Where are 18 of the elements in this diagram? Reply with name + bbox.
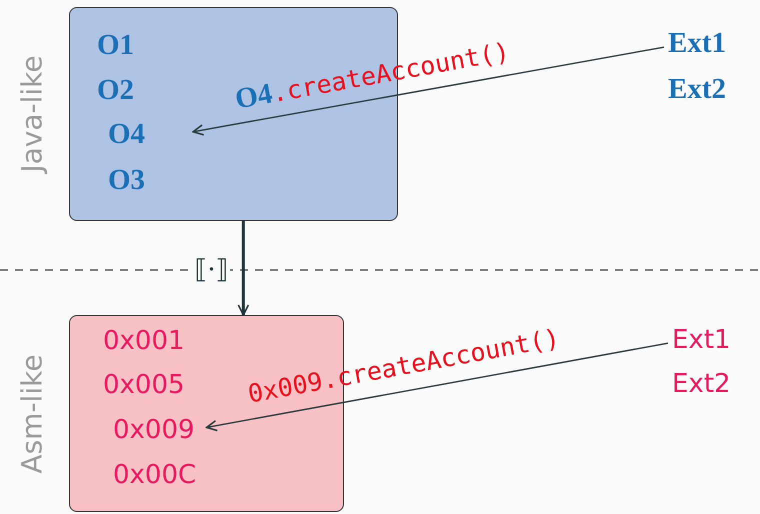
side-heading: Asm-like — [16, 352, 48, 476]
identifier-label: 0x005 — [103, 371, 185, 400]
identifier-label: Ext2 — [672, 370, 731, 399]
edge-label: ⟦·⟧ — [193, 256, 230, 282]
arrow — [206, 342, 668, 432]
identifier-label: Ext2 — [668, 74, 726, 106]
arrow — [192, 46, 664, 136]
identifier-label: 0x009 — [113, 416, 207, 445]
identifier-label: O2 — [97, 75, 134, 107]
arrow — [238, 221, 250, 316]
identifier-label: 0x00C — [113, 461, 196, 490]
identifier-label: O4 — [108, 119, 194, 151]
identifier-label: O1 — [97, 30, 134, 62]
identifier-label: Ext1 — [668, 28, 726, 60]
identifier-label: 0x001 — [103, 327, 185, 356]
identifier-label: Ext1 — [672, 326, 731, 355]
side-heading: Java-like — [16, 54, 48, 176]
identifier-label: O3 — [108, 165, 146, 197]
